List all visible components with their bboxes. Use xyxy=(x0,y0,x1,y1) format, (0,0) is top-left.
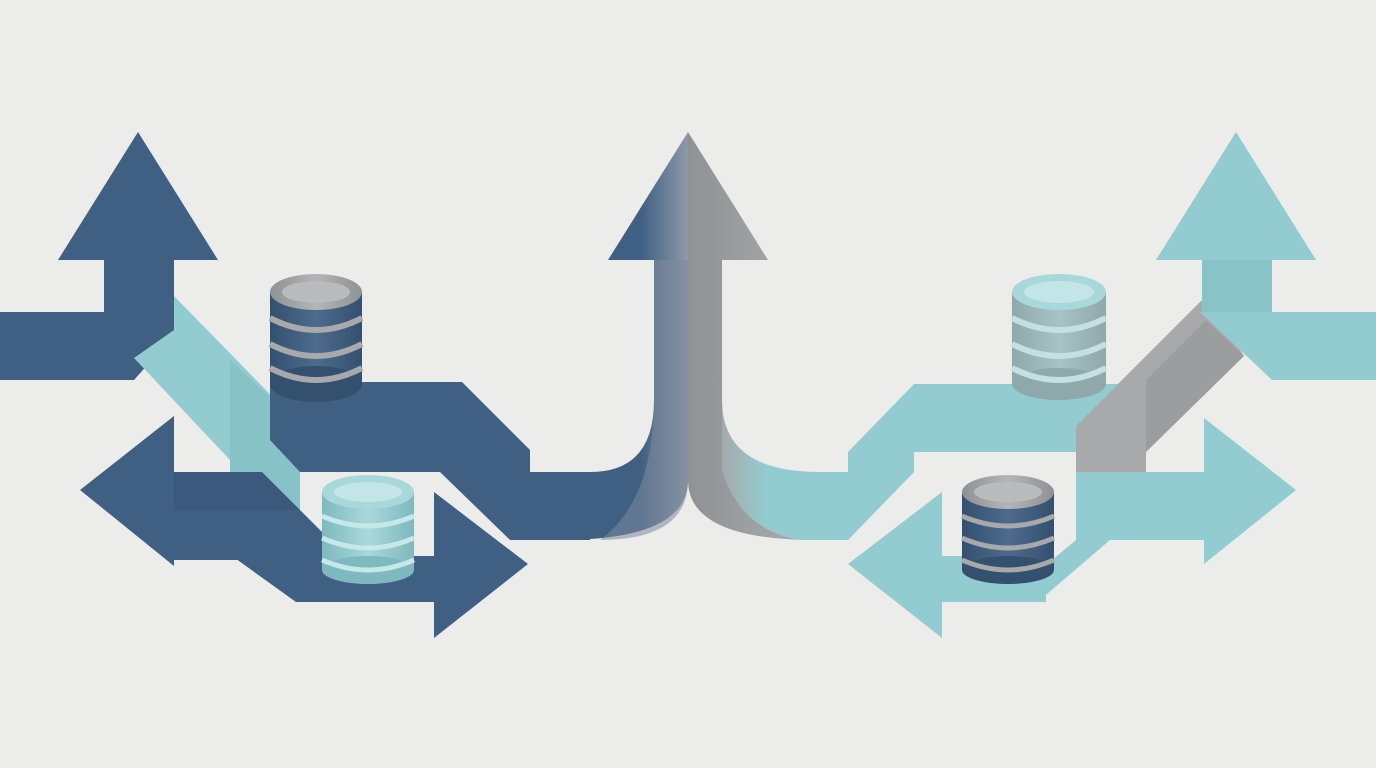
right-teal-band xyxy=(848,384,1118,540)
center-teal-curve xyxy=(722,400,848,540)
center-arrow-left-half xyxy=(530,132,688,540)
database-icon xyxy=(1010,274,1108,400)
left-feed-band xyxy=(0,312,110,380)
right-left-arrow xyxy=(848,492,1046,638)
database-icon xyxy=(321,475,415,584)
left-blue-band xyxy=(270,382,590,540)
right-up-arrow xyxy=(1156,132,1316,350)
left-up-arrow xyxy=(58,132,218,380)
database-icon xyxy=(961,475,1055,584)
right-right-arrow xyxy=(1004,418,1296,600)
right-cluster xyxy=(848,132,1376,638)
center-merge-arrow xyxy=(530,132,848,540)
database-icon xyxy=(268,274,364,402)
left-left-arrow xyxy=(80,416,330,566)
left-cluster xyxy=(0,132,590,638)
